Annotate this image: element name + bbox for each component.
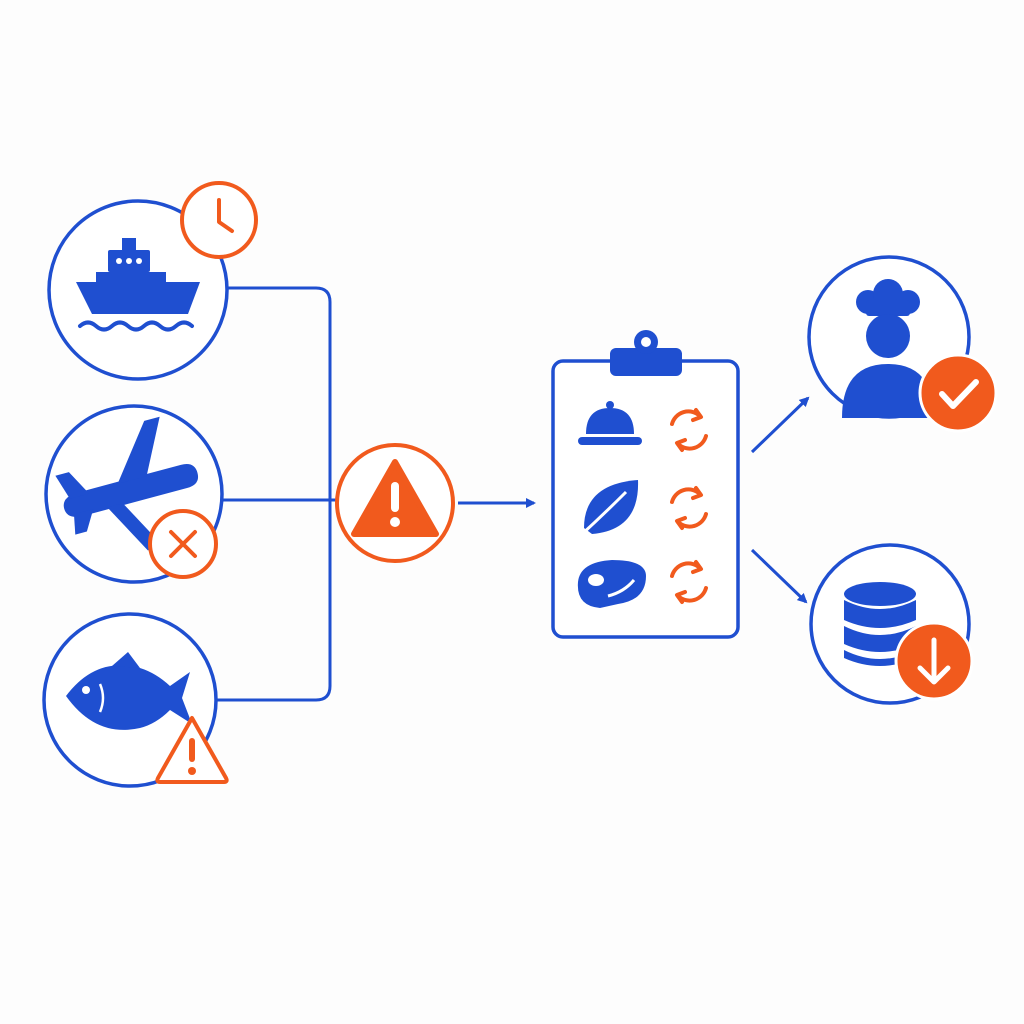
outcome-chef	[807, 255, 998, 433]
checklist-row	[578, 401, 708, 452]
outcome-stock	[809, 543, 974, 705]
steak-icon	[577, 560, 646, 608]
checklist-row	[577, 560, 708, 608]
x-icon	[148, 509, 218, 579]
check-icon	[918, 353, 998, 433]
hub-warning-icon	[351, 459, 439, 537]
fish-icon	[66, 652, 192, 730]
waves-icon	[78, 320, 194, 332]
refresh-icon	[670, 408, 708, 452]
cloche-icon	[578, 401, 642, 445]
clock-icon	[180, 181, 258, 259]
source-connectors	[216, 286, 338, 702]
refresh-icon	[670, 486, 708, 530]
arrow-to-stock	[750, 548, 808, 604]
arrow-down-icon	[894, 621, 974, 701]
refresh-icon	[670, 560, 708, 604]
ship-icon	[76, 238, 200, 314]
source-fish	[42, 612, 229, 788]
disruption-hub	[335, 443, 455, 563]
arrow-to-chef	[750, 396, 810, 454]
checklist-row	[578, 480, 708, 538]
clipboard-icon	[610, 330, 682, 376]
source-ship	[47, 181, 258, 381]
leaf-icon	[578, 480, 639, 538]
warning-icon	[155, 716, 229, 784]
menu-checklist	[551, 330, 740, 639]
chef-icon	[842, 279, 934, 418]
source-airplane	[44, 404, 224, 584]
airplane-icon	[55, 416, 198, 551]
